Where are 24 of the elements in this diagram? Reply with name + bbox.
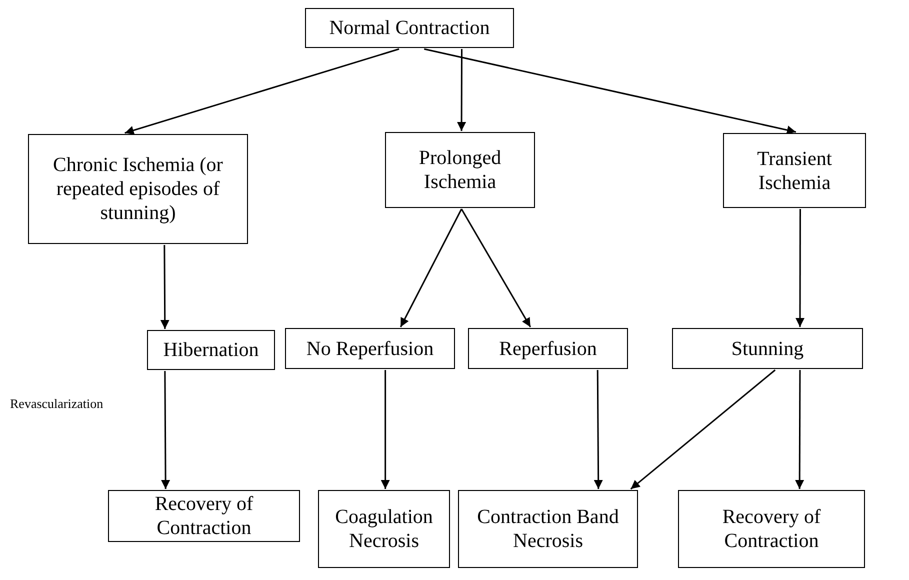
arrow [424, 48, 796, 134]
arrow [124, 48, 400, 135]
arrow [161, 371, 170, 489]
process-box: Reperfusion [468, 328, 628, 369]
arrow [380, 370, 390, 489]
process-box: Chronic Ischemia (or repeated episodes of stunning) [28, 134, 248, 244]
process-box: Normal Contraction [305, 8, 514, 48]
process-box: Recovery of Contraction [678, 490, 865, 568]
process-box: Hibernation [147, 330, 275, 370]
arrow [795, 370, 804, 489]
process-box: Transient Ischemia [723, 133, 866, 208]
arrow [594, 370, 603, 489]
arrow [400, 208, 462, 328]
process-box: Prolonged Ischemia [385, 132, 535, 208]
process-box: Contraction Band Necrosis [458, 490, 638, 568]
process-box: Recovery of Contraction [108, 490, 300, 542]
process-box: No Reperfusion [285, 328, 455, 369]
arrow [796, 209, 804, 327]
process-box: Stunning [672, 328, 863, 369]
arrow [630, 369, 776, 490]
process-box: Coagulation Necrosis [318, 490, 450, 568]
arrow [457, 49, 466, 131]
arrow [460, 208, 532, 328]
arrow [160, 245, 170, 329]
